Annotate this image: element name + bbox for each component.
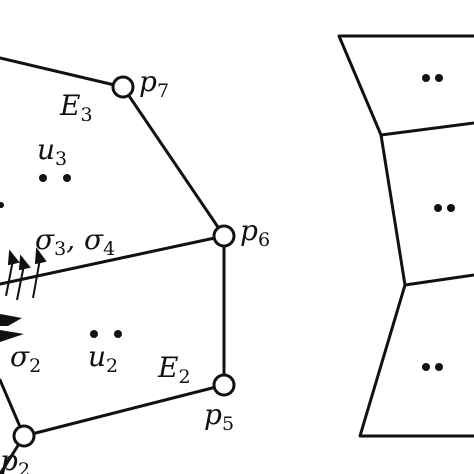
label-u2: u2	[88, 340, 118, 377]
right-divider-upper	[380, 121, 474, 137]
dot-pairs	[0, 174, 122, 338]
right-outline	[337, 34, 474, 438]
label-p7: p7	[139, 65, 169, 102]
right-dot-pairs	[422, 74, 455, 371]
dot-u2-a	[90, 330, 98, 338]
left-mesh	[0, 56, 226, 474]
right-mesh	[337, 34, 474, 438]
label-sigma3-sigma4: σ3, σ4	[35, 223, 115, 260]
dot-left-edge	[0, 202, 4, 208]
vertices	[12, 75, 236, 448]
label-E2: E2	[157, 351, 191, 388]
label-p2: p2	[0, 444, 30, 474]
right-divider-lower	[404, 273, 474, 287]
edge-top-to-p7	[0, 56, 125, 89]
edge-p7-p6	[121, 85, 226, 238]
label-E3: E3	[59, 89, 93, 126]
dot-u3-a	[39, 174, 47, 182]
label-p5: p5	[204, 398, 234, 435]
vertex-p6	[212, 224, 236, 248]
label-p6: p6	[240, 214, 270, 251]
vertex-p5	[212, 373, 236, 397]
edge-p5-p2	[22, 383, 226, 438]
dot-u2-b	[114, 330, 122, 338]
vertex-p7	[111, 75, 135, 99]
dot-u3-b	[63, 174, 71, 182]
vertex-p2	[12, 424, 36, 448]
flux-arrows-left	[0, 314, 24, 342]
label-sigma2: σ2	[10, 340, 41, 377]
flux-arrows-up	[5, 247, 47, 301]
label-u3: u3	[37, 133, 67, 170]
